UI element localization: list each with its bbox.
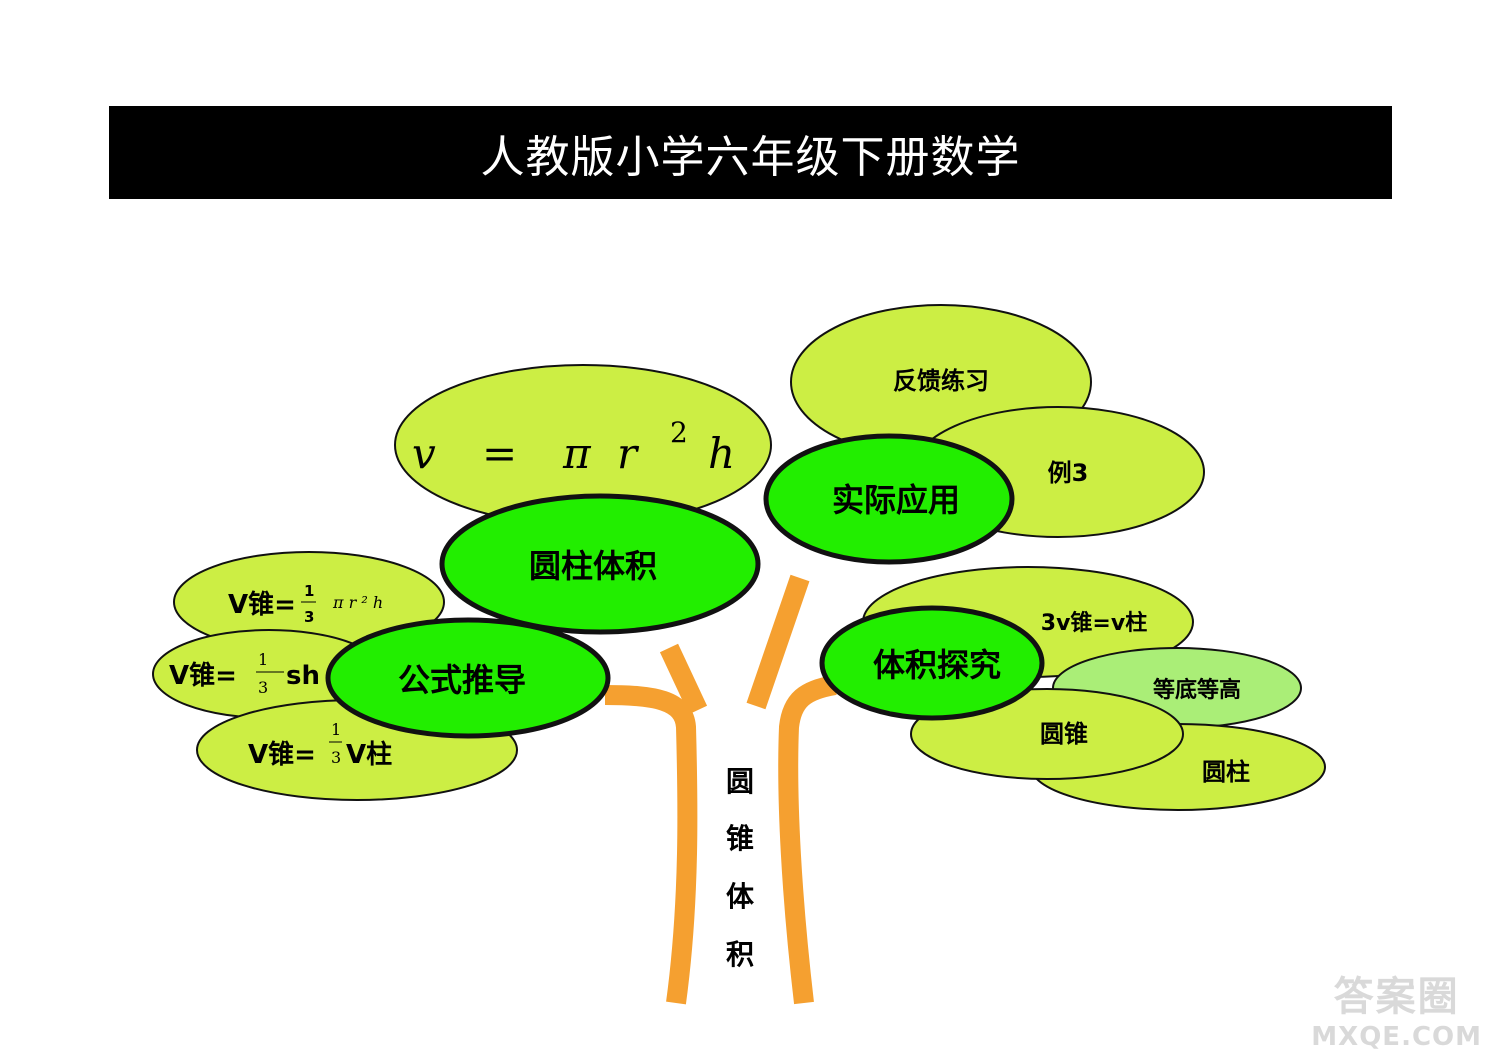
node-exploration <box>819 605 1045 721</box>
formula-r: r <box>617 429 640 478</box>
formula3-lhs: V锥= <box>248 740 316 770</box>
derivation-formula-3: V锥= 1 3 V柱 <box>248 720 392 770</box>
trunk-char: 体 <box>726 880 755 913</box>
formula3-rest: V柱 <box>346 740 392 770</box>
formula2-rest: sh <box>286 661 320 691</box>
formula-equals: = <box>482 429 517 478</box>
formula1-den: 3 <box>304 608 314 626</box>
trunk-label: 圆 锥 体 积 <box>726 765 755 971</box>
formula1-lhs: V锥= <box>228 590 296 620</box>
node-cylinder-volume-label: 圆柱体积 <box>529 547 657 585</box>
node-derivation-label: 公式推导 <box>398 661 526 699</box>
formula-exponent: 2 <box>670 416 688 449</box>
leaf-example3-label: 例3 <box>1048 459 1089 487</box>
watermark-en: MXQE.COM <box>1311 1022 1482 1052</box>
leaf-same-base-height-label: 等底等高 <box>1153 677 1241 703</box>
leaf-cylinder-label: 圆柱 <box>1202 758 1250 786</box>
node-derivation <box>325 617 611 739</box>
formula2-lhs: V锥= <box>169 661 237 691</box>
trunk-char: 圆 <box>726 765 754 798</box>
branch-left-inner <box>659 643 708 715</box>
cylinder-formula: v = π r 2 h <box>412 416 735 478</box>
trunk-left <box>604 685 698 1005</box>
formula2-den: 3 <box>258 678 268 697</box>
leaf-3v-cone-label: 3v锥=v柱 <box>1041 610 1147 636</box>
formula-pi: π <box>562 429 592 478</box>
watermark-cn: 答案圈 <box>1333 974 1460 1020</box>
formula3-den: 3 <box>331 748 341 767</box>
formula3-num: 1 <box>331 720 341 739</box>
trunk-char: 积 <box>726 938 754 971</box>
watermark: 答案圈 MXQE.COM <box>1311 964 1482 1052</box>
formula1-num: 1 <box>304 582 314 600</box>
trunk-char: 锥 <box>726 822 754 855</box>
leaf-feedback-label: 反馈练习 <box>893 367 989 395</box>
node-exploration-label: 体积探究 <box>873 646 1001 684</box>
node-application <box>763 433 1015 565</box>
page-title: 人教版小学六年级下册数学 <box>480 131 1021 183</box>
tree-trunk <box>604 574 837 1005</box>
formula2-num: 1 <box>258 650 268 669</box>
formula1-rest: π r ² h <box>332 593 383 612</box>
title-bar: 人教版小学六年级下册数学 <box>109 106 1392 199</box>
formula-h: h <box>708 429 735 478</box>
derivation-formula-1: V锥= 1 3 π r ² h <box>228 582 383 626</box>
node-application-label: 实际应用 <box>832 481 960 519</box>
formula-v: v <box>412 429 436 478</box>
trunk-right <box>778 675 837 1005</box>
branch-right-inner <box>746 574 810 710</box>
derivation-formula-2: V锥= 1 3 sh <box>169 650 320 697</box>
node-cylinder-volume <box>439 493 761 635</box>
leaf-cone-label: 圆锥 <box>1040 720 1088 748</box>
